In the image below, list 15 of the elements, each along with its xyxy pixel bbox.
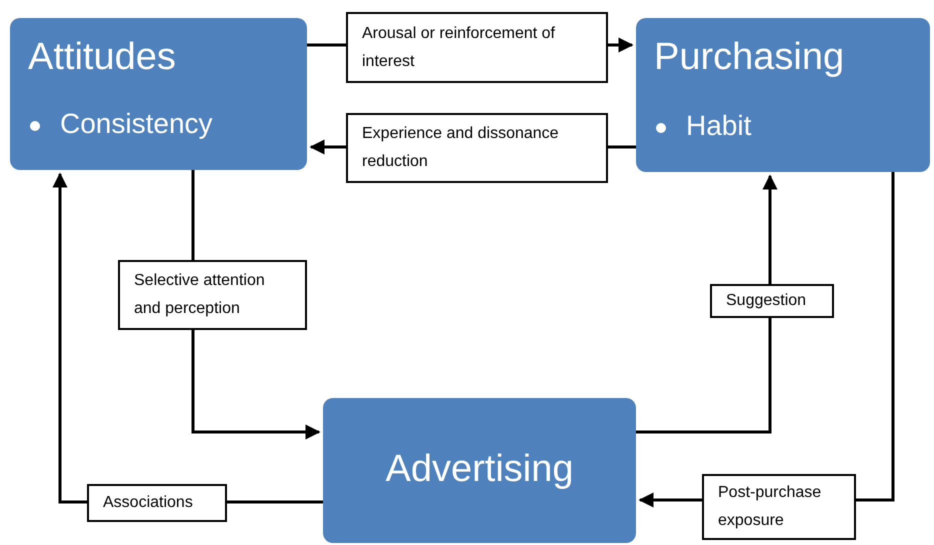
node-title: Attitudes	[28, 36, 176, 79]
process-box	[323, 398, 636, 543]
bullet-item: Consistency	[60, 108, 213, 140]
edge-label: Associations	[87, 484, 227, 522]
edge-label: Selective attention and perception	[118, 260, 307, 330]
edge-label: Experience and dissonance reduction	[346, 113, 608, 183]
edge-label: Post-purchase exposure	[702, 474, 856, 540]
process-box	[10, 18, 307, 170]
node-title: Purchasing	[654, 36, 844, 79]
edge-label: Arousal or reinforcement of interest	[346, 12, 608, 83]
edge-label: Suggestion	[710, 284, 834, 318]
process-box	[636, 18, 930, 172]
bullet-item: Habit	[686, 110, 752, 142]
arrow	[636, 174, 778, 434]
node-title: Advertising	[384, 448, 574, 491]
